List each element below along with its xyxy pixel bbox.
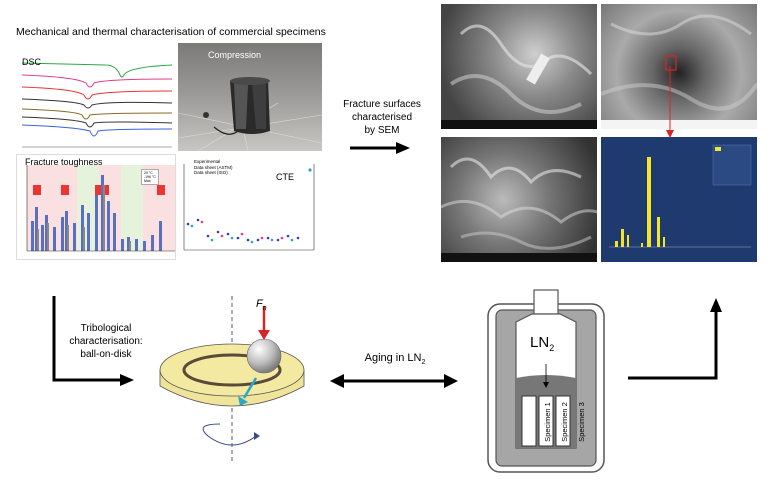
sem-image-top-left <box>441 4 597 129</box>
sem-to-eds-connector <box>666 66 674 138</box>
cte-panel: CTE Experimental Data sheet (ASTM) Data … <box>178 154 322 258</box>
dewar-liquid-label: LN2 <box>530 334 554 353</box>
tribology-caption-line: characterisation: <box>69 336 143 347</box>
specimen-labels: Specimen 1 Specimen 2 Specimen 3 <box>522 396 596 446</box>
cte-legend-item: Data sheet (ASTM) <box>194 164 233 170</box>
eds-spectrum <box>601 137 757 262</box>
sem-caption-line: by SEM <box>364 125 400 136</box>
compression-photo: Compression <box>178 43 322 151</box>
cte-legend-item: Data sheet (ISO) <box>194 170 228 175</box>
cte-legend: Experimental Data sheet (ASTM) Data shee… <box>194 159 233 176</box>
sem-caption-line: characterised <box>351 112 413 123</box>
specimen-1-label: Specimen 1 <box>543 402 552 442</box>
sem-marker-box <box>665 55 677 71</box>
ft-legend-item: -196 °C <box>144 175 156 179</box>
dsc-label: DSC <box>22 57 42 67</box>
cte-legend-item: Experimental <box>194 159 221 164</box>
force-label-sub: n <box>262 305 267 313</box>
aging-caption: Aging in LN2 <box>340 352 450 369</box>
sem-image-bottom-left <box>441 137 597 262</box>
tribology-caption-line: ball-on-disk <box>80 349 132 360</box>
dsc-curves <box>21 62 173 148</box>
aging-caption-main: Aging in LN <box>364 352 422 364</box>
dewar-liquid-label-main: LN <box>530 334 550 351</box>
sem-image-top-right <box>601 4 757 129</box>
specimen-2-label: Specimen 2 <box>560 402 569 442</box>
ft-legend-item: 20 °C <box>144 171 153 175</box>
dewar-liquid-label-sub: 2 <box>549 343 555 353</box>
diagram-title: Mechanical and thermal characterisation … <box>16 26 326 38</box>
sem-arrow <box>350 142 410 154</box>
fracture-toughness-legend: 20 °C -196 °C Max <box>141 169 159 185</box>
sem-caption-line: Fracture surfaces <box>343 99 421 110</box>
ln2-dewar <box>487 289 605 473</box>
sem-caption: Fracture surfaces characterised by SEM <box>330 98 434 137</box>
force-label-main: F <box>256 298 263 310</box>
compression-specimen-illustration <box>178 77 322 151</box>
ft-legend-item: Max <box>144 179 151 183</box>
return-arrow <box>628 298 722 380</box>
tribology-arrow <box>52 296 134 386</box>
dsc-panel: DSC <box>16 43 174 151</box>
aging-caption-sub: 2 <box>421 359 426 367</box>
tribology-caption-line: Tribological <box>80 323 132 334</box>
compression-label: Compression <box>208 50 262 60</box>
cte-chart <box>183 164 315 251</box>
specimen-3-label: Specimen 3 <box>577 402 586 442</box>
tribology-caption: Tribological characterisation: ball-on-d… <box>66 322 146 361</box>
fracture-toughness-label: Fracture toughness <box>25 157 103 167</box>
ball-on-disk-illustration <box>159 296 305 461</box>
cte-label: CTE <box>276 172 294 182</box>
aging-double-arrow <box>330 374 458 388</box>
force-label: Fn <box>256 298 267 312</box>
fracture-toughness-panel: Fracture toughness 20 °C -196 °C Max <box>16 154 176 260</box>
